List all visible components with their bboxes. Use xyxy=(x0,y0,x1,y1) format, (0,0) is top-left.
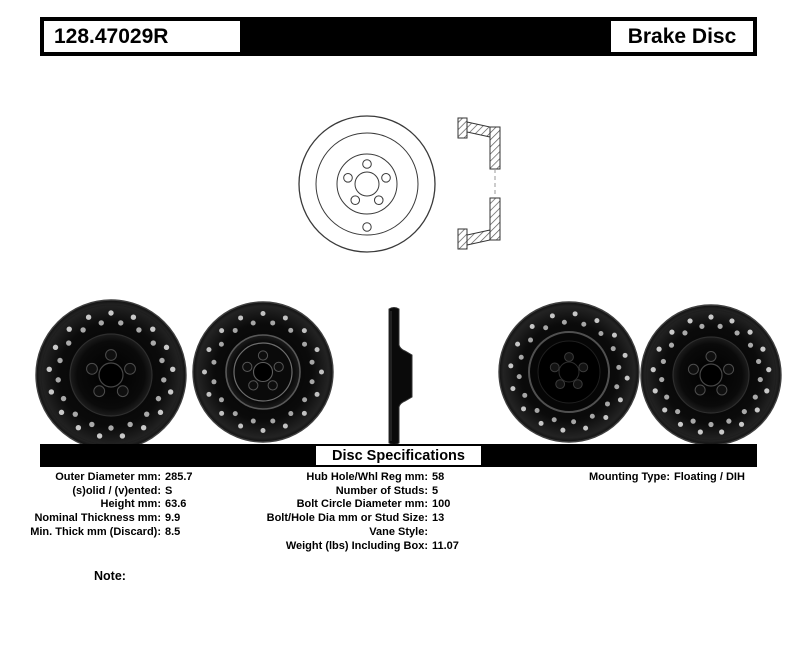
spec-value: 58 xyxy=(432,471,445,483)
disc-photo-inboard xyxy=(498,301,640,443)
drilled-holes xyxy=(650,314,772,435)
spec-label: Outer Diameter mm: xyxy=(55,471,161,483)
spec-value: 100 xyxy=(432,498,451,511)
spec-value: 13 xyxy=(432,512,445,525)
set-screw-hole xyxy=(362,222,372,232)
spec-row: Vane Style: xyxy=(262,526,459,540)
lug-holes xyxy=(687,351,735,396)
spec-row: Weight (lbs) Including Box: 11.07 xyxy=(262,540,459,554)
spec-row: (s)olid / (v)ented: S xyxy=(28,485,193,499)
spec-label: Weight (lbs) Including Box: xyxy=(285,539,428,552)
spec-value: 5 xyxy=(432,484,439,497)
lug-holes xyxy=(86,349,136,398)
disc-photo-front-hub-2 xyxy=(640,304,782,446)
spec-value: 285.7 xyxy=(165,471,193,483)
disc-photo-hat-side xyxy=(192,301,334,443)
spec-label: Min. Thick mm (Discard): xyxy=(30,525,161,538)
spec-value: 63.6 xyxy=(165,498,187,511)
spec-band: Disc Specifications xyxy=(40,444,757,467)
spec-row: Min. Thick mm (Discard): 8.5 xyxy=(28,526,193,540)
spec-row: Nominal Thickness mm: 9.9 xyxy=(28,512,193,526)
note-label: Note: xyxy=(94,569,126,583)
spec-value: S xyxy=(165,484,173,497)
drilled-holes xyxy=(508,311,630,433)
spec-row: Bolt Circle Diameter mm: 100 xyxy=(262,498,459,512)
cross-section-drawing xyxy=(457,117,501,250)
part-number: 128.47029R xyxy=(44,21,240,52)
spec-title: Disc Specifications xyxy=(315,445,482,466)
spec-row: Bolt/Hole Dia mm or Stud Size: 13 xyxy=(262,512,459,526)
spec-label: Number of Studs: xyxy=(335,484,428,497)
spec-label: Height mm: xyxy=(100,498,162,511)
spec-row: Outer Diameter mm: 285.7 xyxy=(28,471,193,485)
spec-label: Mounting Type: xyxy=(588,471,670,483)
front-view-drawing xyxy=(298,115,436,253)
spec-label: Hub Hole/Whl Reg mm: xyxy=(306,471,428,483)
spec-column-right: Mounting Type: Floating / DIH xyxy=(584,471,745,485)
spec-column-left: Outer Diameter mm: 285.7 (s)olid / (v)en… xyxy=(28,471,193,540)
spec-column-middle: Hub Hole/Whl Reg mm: 58 Number of Studs:… xyxy=(262,471,459,553)
product-title: Brake Disc xyxy=(611,21,753,52)
lug-holes xyxy=(242,350,284,391)
spec-label: (s)olid / (v)ented: xyxy=(72,484,161,497)
spec-row: Height mm: 63.6 xyxy=(28,498,193,512)
spec-row: Hub Hole/Whl Reg mm: 58 xyxy=(262,471,459,485)
lug-holes xyxy=(549,352,589,390)
stud-holes-drawing xyxy=(343,159,391,205)
spec-value: 8.5 xyxy=(165,525,181,538)
spec-row: Mounting Type: Floating / DIH xyxy=(584,471,745,485)
spec-label: Bolt/Hole Dia mm or Stud Size: xyxy=(266,512,428,525)
spec-value: 11.07 xyxy=(432,539,459,552)
header-band: 128.47029R Brake Disc xyxy=(40,17,757,56)
drilled-holes xyxy=(46,310,176,439)
disc-photo-front-hub-1 xyxy=(35,299,187,451)
spec-label: Vane Style: xyxy=(369,525,428,538)
spec-row: Number of Studs: 5 xyxy=(262,485,459,499)
drilled-holes xyxy=(202,311,324,433)
spec-label: Bolt Circle Diameter mm: xyxy=(296,498,428,511)
disc-photo-edge xyxy=(388,307,413,445)
spec-value: 9.9 xyxy=(165,512,181,525)
spec-label: Nominal Thickness mm: xyxy=(34,512,161,525)
spec-value: Floating / DIH xyxy=(674,471,745,483)
